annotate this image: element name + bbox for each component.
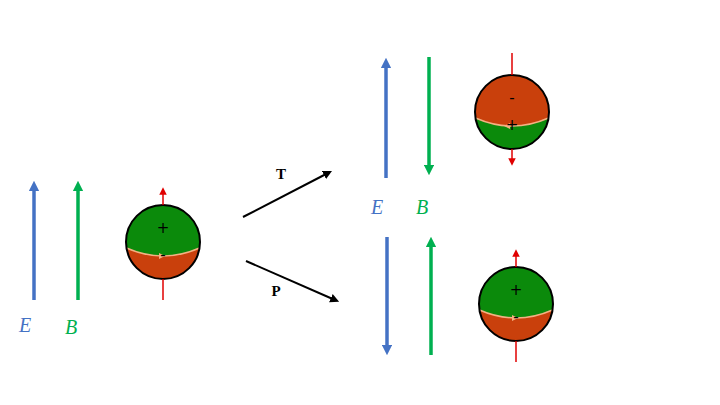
field-label: B⃗	[416, 195, 444, 219]
charge-sign: -	[126, 246, 200, 264]
e-field-arrow	[384, 63, 388, 178]
sphere-graphic	[126, 205, 200, 279]
e-field-arrow	[32, 186, 36, 300]
sphere-graphic	[479, 267, 553, 341]
e-field-arrow	[385, 237, 389, 350]
field-label: E⃗	[371, 195, 399, 219]
particle-sphere: -+	[475, 75, 549, 149]
charge-sign: -	[475, 89, 549, 107]
sphere-graphic	[475, 75, 549, 149]
charge-sign: +	[479, 281, 553, 299]
transform-arrow	[246, 261, 335, 300]
charge-sign: +	[126, 219, 200, 237]
field-label: B⃗	[65, 315, 93, 339]
operation-label: T	[276, 165, 286, 183]
charge-sign: -	[479, 308, 553, 326]
field-label: E⃗	[19, 313, 47, 337]
particle-sphere: +-	[126, 205, 200, 279]
b-field-arrow	[76, 186, 80, 300]
particle-sphere: +-	[479, 267, 553, 341]
b-field-arrow	[427, 57, 431, 170]
operation-label: P	[271, 282, 280, 300]
b-field-arrow	[429, 242, 433, 355]
charge-sign: +	[475, 116, 549, 134]
